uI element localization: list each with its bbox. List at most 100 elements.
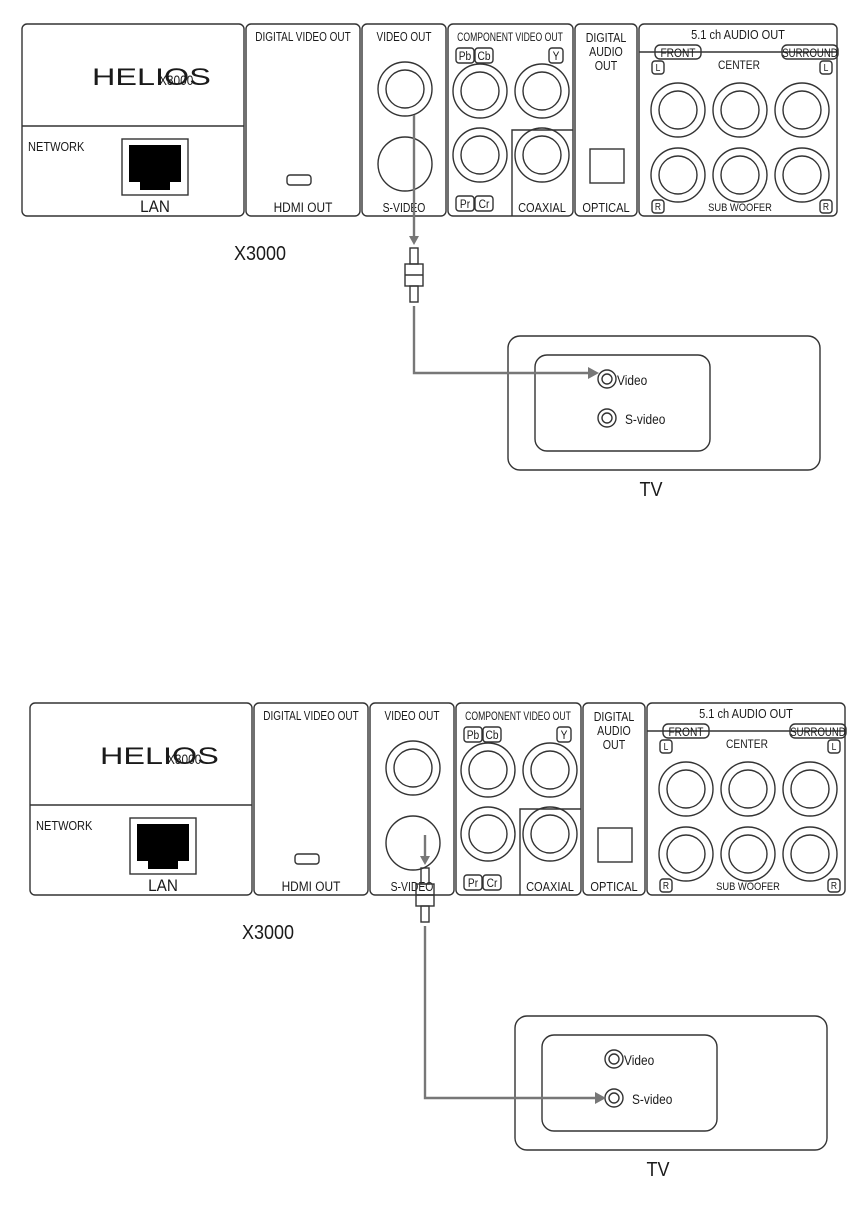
jack-outer-ring	[514, 127, 570, 183]
y-label: Y	[556, 726, 572, 743]
surround-l-label-frame	[827, 739, 841, 754]
svideo-label: S-VIDEO	[383, 201, 426, 215]
jack-inner-ring	[782, 90, 822, 130]
hdmi-port-icon	[294, 853, 320, 865]
cr-label-text: Cr	[487, 877, 498, 890]
tv-input-panel	[541, 1034, 718, 1132]
jack-inner-ring	[601, 373, 613, 385]
cb-label-text: Cb	[477, 50, 490, 63]
front-label-frame	[654, 44, 702, 60]
model-badge: X3000	[167, 751, 201, 767]
pr-label: Pr	[463, 874, 483, 891]
jack-outer-ring	[720, 826, 776, 882]
cr-label: Cr	[474, 195, 494, 212]
pr-jack	[452, 127, 508, 183]
pb-jack	[460, 742, 516, 798]
video-out-label: VIDEO OUT	[377, 31, 432, 44]
jack-inner-ring	[658, 90, 698, 130]
surround-r-label-frame	[827, 878, 841, 893]
jack-outer-ring	[597, 408, 617, 428]
model-badge: X3000	[159, 72, 193, 88]
jack-outer-ring	[650, 147, 706, 203]
jack-inner-ring	[522, 135, 562, 175]
jack-outer-ring	[522, 806, 578, 862]
surround-label: SURROUND	[790, 726, 846, 739]
brand-network-section	[29, 702, 253, 896]
y-jack	[522, 742, 578, 798]
digital-video-out-label: DIGITAL VIDEO OUT	[263, 710, 358, 723]
digital-audio-label-1: DIGITAL	[594, 710, 635, 724]
pb-label: Pb	[455, 47, 475, 64]
pb-label-text: Pb	[459, 50, 471, 63]
digital-audio-label-2: AUDIO	[589, 45, 623, 59]
jack-inner-ring	[666, 769, 706, 809]
coaxial-label: COAXIAL	[526, 879, 574, 894]
surround-l-label-text: L	[832, 741, 837, 752]
tv-video-input-label: Video	[624, 1052, 654, 1068]
front-l-label-text: L	[656, 62, 661, 73]
front-l-jack	[650, 82, 706, 138]
svideo-jack	[385, 815, 441, 871]
hdmi-label: HDMI OUT	[274, 199, 333, 215]
tv-svideo-input-label: S-video	[632, 1091, 672, 1107]
component-video-label: COMPONENT VIDEO OUT	[465, 711, 571, 724]
coaxial-jack	[514, 127, 570, 183]
front-l-label-frame	[659, 739, 673, 754]
jack-outer-ring	[377, 136, 433, 192]
cr-label-frame	[482, 874, 502, 891]
surround-r-label-text: R	[831, 880, 837, 891]
surround-l-jack	[774, 82, 830, 138]
cr-label-frame	[474, 195, 494, 212]
center-label: CENTER	[726, 738, 768, 751]
network-label: NETWORK	[36, 818, 92, 833]
jack-outer-ring	[377, 61, 433, 117]
jack-outer-ring	[460, 806, 516, 862]
component-video-label: COMPONENT VIDEO OUT	[457, 32, 563, 45]
surround-l-label-text: L	[824, 62, 829, 73]
jack-outer-ring	[658, 826, 714, 882]
jack-inner-ring	[790, 769, 830, 809]
cable-bottom-segment	[423, 926, 597, 1100]
digital-audio-label-1: DIGITAL	[586, 31, 627, 45]
jack-inner-ring	[728, 769, 768, 809]
front-l-label: L	[659, 739, 673, 754]
surround-label-frame	[781, 44, 839, 60]
jack-outer-ring	[782, 826, 838, 882]
jack-inner-ring	[385, 69, 425, 109]
front-r-label-text: R	[663, 880, 669, 891]
center-jack	[720, 761, 776, 817]
jack-outer-ring	[774, 147, 830, 203]
rca-cable-plug-icon	[415, 867, 435, 923]
digital-video-out-section	[253, 702, 369, 896]
jack-inner-ring	[666, 834, 706, 874]
lan-port-frame	[129, 817, 197, 875]
optical-port-icon	[597, 827, 633, 863]
front-label-frame	[662, 723, 710, 739]
cb-label-frame	[474, 47, 494, 64]
tv-video-input-jack	[597, 369, 617, 389]
surround-r-jack	[774, 147, 830, 203]
model-label: X3000	[242, 922, 294, 944]
cable-bottom-segment	[412, 306, 590, 375]
lan-port-frame	[121, 138, 189, 196]
audio-51-label: 5.1 ch AUDIO OUT	[691, 27, 785, 42]
jack-inner-ring	[393, 748, 433, 788]
jack-outer-ring	[712, 147, 768, 203]
front-l-label-frame	[651, 60, 665, 75]
composite-video-jack	[377, 61, 433, 117]
svideo-jack	[377, 136, 433, 192]
front-r-label-text: R	[655, 201, 661, 212]
front-label: FRONT	[668, 726, 703, 739]
video-out-label: VIDEO OUT	[385, 710, 440, 723]
brand-network-section	[21, 23, 245, 217]
audio-51-section	[638, 23, 838, 217]
jack-outer-ring	[782, 761, 838, 817]
jack-outer-ring	[385, 815, 441, 871]
surround-r-label: R	[827, 878, 841, 893]
arrow-right-icon	[588, 367, 599, 379]
y-label-frame	[556, 726, 572, 743]
